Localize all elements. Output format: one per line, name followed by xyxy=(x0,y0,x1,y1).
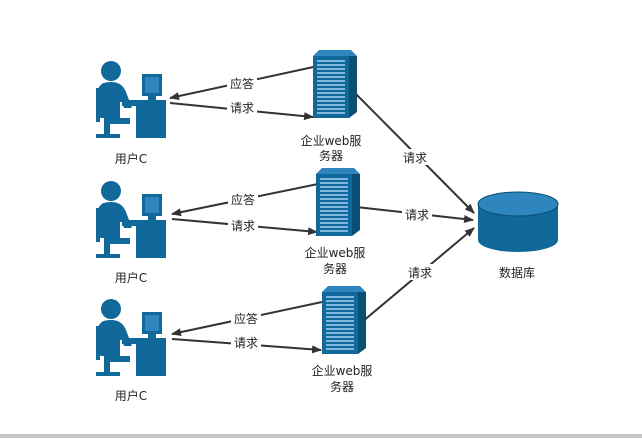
server-node-2: 企业web服 务器 xyxy=(305,168,366,276)
server-node-1: 企业web服 务器 xyxy=(301,50,362,163)
user-label-3: 用户C xyxy=(115,388,147,403)
user-at-desk-icon xyxy=(96,299,166,376)
database-node: 数据库 xyxy=(477,191,559,280)
database-label: 数据库 xyxy=(499,265,535,280)
server-label-1-line2: 务器 xyxy=(319,148,343,163)
server-label-2-line2: 务器 xyxy=(323,261,347,276)
server-label-1-line1: 企业web服 xyxy=(301,133,362,148)
user-node-2: 用户C xyxy=(96,181,166,285)
edge-labels: 应答 请求 请求 应答 请求 请求 应答 请求 请求 xyxy=(227,75,435,350)
response-label-2: 应答 xyxy=(231,192,255,207)
db-request-label-1: 请求 xyxy=(403,151,427,165)
server-node-3: 企业web服 务器 xyxy=(312,286,373,394)
user-node-3: 用户C xyxy=(96,299,166,403)
server-icon xyxy=(313,50,357,118)
user-at-desk-icon xyxy=(96,61,166,138)
response-label-3: 应答 xyxy=(234,311,258,326)
user-label-2: 用户C xyxy=(115,270,147,285)
db-request-label-2: 请求 xyxy=(405,208,429,222)
database-icon xyxy=(477,191,559,252)
request-label-2: 请求 xyxy=(231,219,255,233)
server-icon xyxy=(322,286,366,354)
db-request-label-3: 请求 xyxy=(408,266,432,280)
bottom-divider xyxy=(0,434,642,438)
request-label-1: 请求 xyxy=(230,101,254,115)
server-label-3-line2: 务器 xyxy=(330,379,354,394)
user-at-desk-icon xyxy=(96,181,166,258)
server-icon xyxy=(316,168,360,236)
user-node-1: 用户C xyxy=(96,61,166,166)
response-label-1: 应答 xyxy=(230,76,254,91)
user-label-1: 用户C xyxy=(115,151,147,166)
request-label-3: 请求 xyxy=(234,336,258,350)
server-label-3-line1: 企业web服 xyxy=(312,363,373,378)
server-label-2-line1: 企业web服 xyxy=(305,245,366,260)
